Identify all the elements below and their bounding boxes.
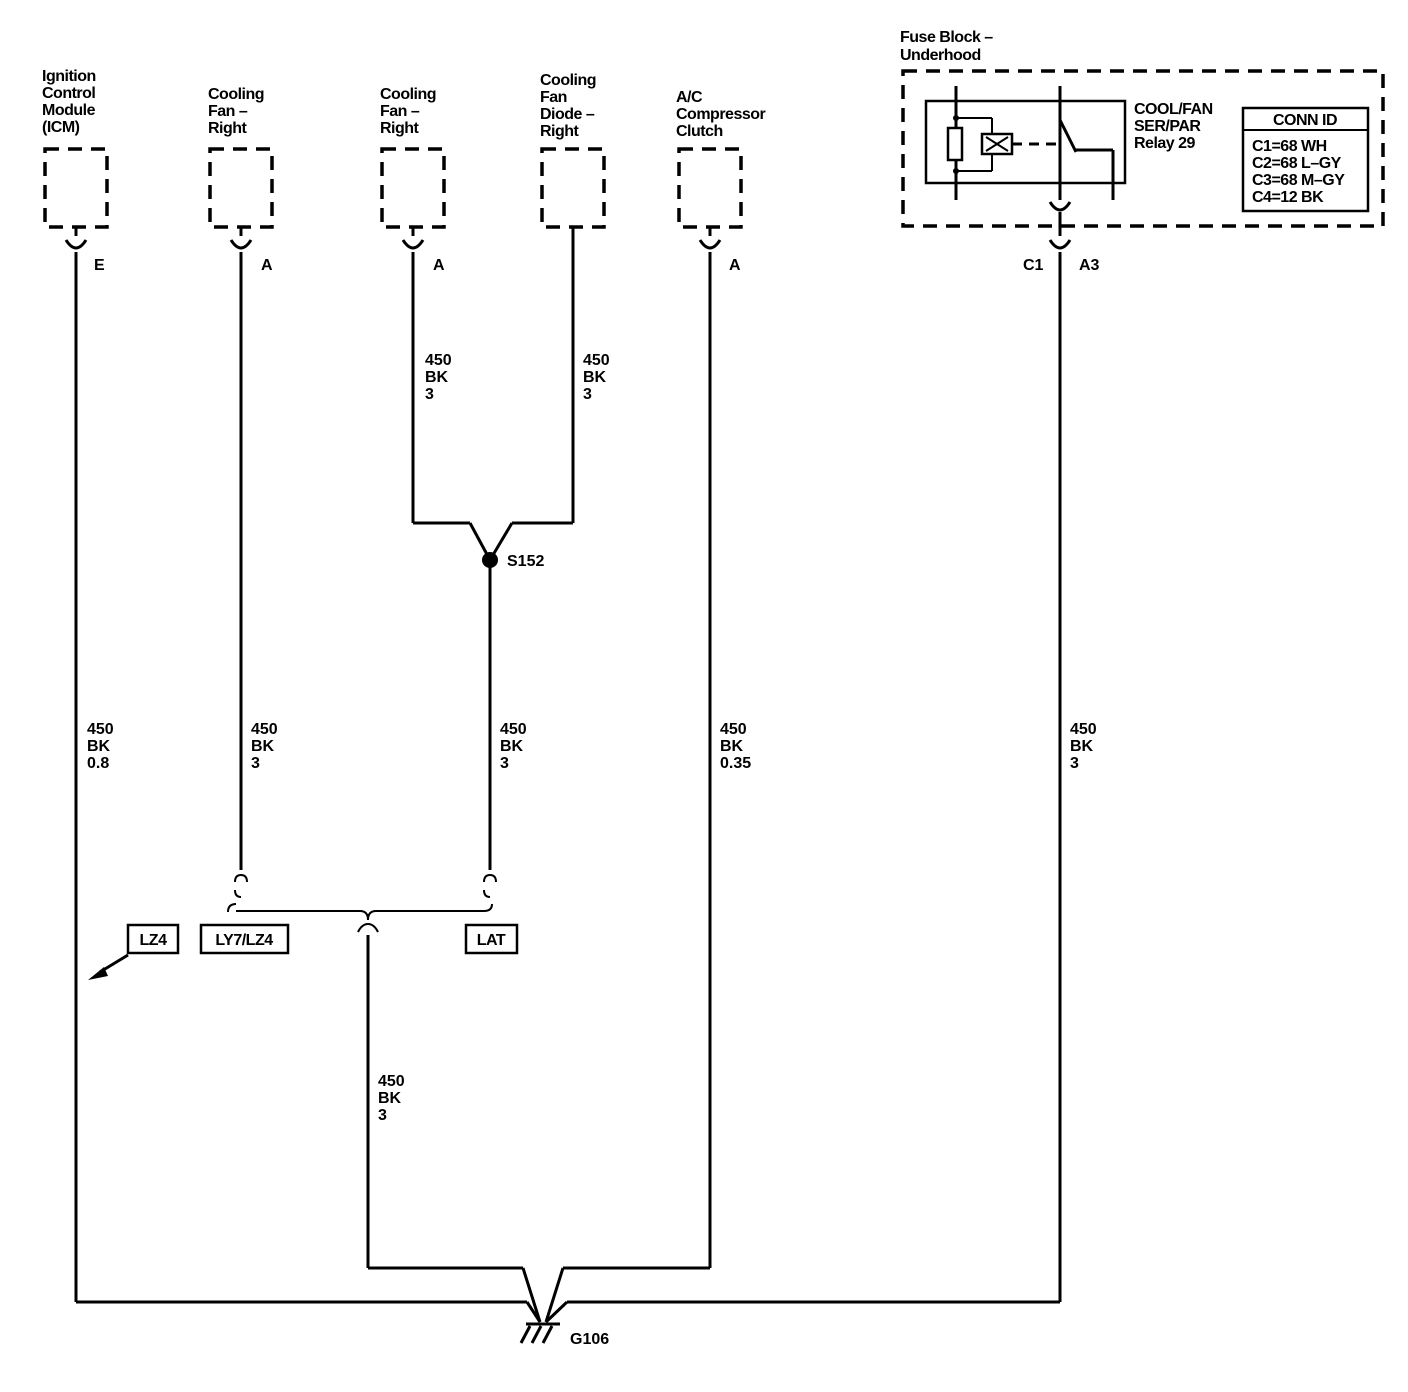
wire-label-fan1: 450 BK 3	[251, 721, 278, 772]
svg-text:Right: Right	[380, 120, 420, 137]
svg-text:Relay 29: Relay 29	[1134, 135, 1196, 152]
wire-label-icm: 450 BK 0.8	[87, 721, 114, 772]
svg-text:Underhood: Underhood	[900, 47, 981, 64]
svg-text:Fan: Fan	[540, 89, 567, 106]
cooling-fan-right-1-box	[208, 147, 274, 229]
svg-text:BK: BK	[720, 738, 744, 755]
cooling-fan-diode-label: Cooling Fan Diode – Right	[540, 72, 597, 140]
icm-box	[43, 147, 109, 229]
fuse-block-label: Fuse Block – Underhood	[900, 29, 994, 64]
wire-label-ac: 450 BK 0.35	[720, 721, 751, 772]
relay-label: COOL/FAN SER/PAR Relay 29	[1134, 101, 1213, 152]
svg-text:Module: Module	[42, 102, 96, 119]
option-ly7-lz4: LY7/LZ4	[199, 923, 290, 955]
option-lat: LAT	[464, 923, 519, 955]
option-break-icons	[227, 873, 497, 933]
fan1-pin-label: A	[261, 257, 273, 274]
svg-text:C4=12 BK: C4=12 BK	[1252, 189, 1324, 206]
wire-lines	[74, 227, 1062, 1324]
svg-text:450: 450	[251, 721, 278, 738]
cooling-fan-right-1-label: Cooling Fan – Right	[208, 86, 265, 137]
svg-text:(ICM): (ICM)	[42, 119, 80, 136]
svg-text:LAT: LAT	[477, 932, 506, 949]
connector-cup-icons	[64, 201, 1072, 250]
svg-text:Right: Right	[208, 120, 248, 137]
svg-text:BK: BK	[583, 369, 607, 386]
wire-label-diode: 450 BK 3	[583, 352, 610, 403]
svg-text:3: 3	[1070, 755, 1079, 772]
svg-text:Cooling: Cooling	[380, 86, 436, 103]
svg-text:A/C: A/C	[676, 89, 703, 106]
fuse-conn-label: C1	[1023, 257, 1044, 274]
option-lz4: LZ4	[126, 923, 180, 955]
svg-text:Fuse Block –: Fuse Block –	[900, 29, 993, 46]
wire-label-splice: 450 BK 3	[500, 721, 527, 772]
cooling-fan-right-2-label: Cooling Fan – Right	[380, 86, 437, 137]
svg-text:Fan –: Fan –	[208, 103, 248, 120]
wire-label-ground-feed: 450 BK 3	[378, 1073, 405, 1124]
svg-text:CONN ID: CONN ID	[1273, 112, 1337, 129]
wire-label-fuse: 450 BK 3	[1070, 721, 1097, 772]
svg-text:BK: BK	[1070, 738, 1094, 755]
svg-text:450: 450	[583, 352, 610, 369]
svg-text:450: 450	[378, 1073, 405, 1090]
cooling-fan-diode-box	[540, 147, 606, 229]
svg-text:Clutch: Clutch	[676, 123, 723, 140]
ac-pin-label: A	[729, 257, 741, 274]
svg-text:Compressor: Compressor	[676, 106, 766, 123]
svg-text:450: 450	[425, 352, 452, 369]
splice-s152-icon	[482, 552, 498, 568]
ac-compressor-clutch-box	[677, 147, 743, 229]
wire-label-fan2: 450 BK 3	[425, 352, 452, 403]
svg-text:BK: BK	[500, 738, 524, 755]
splice-label: S152	[507, 553, 544, 570]
svg-text:Control: Control	[42, 85, 95, 102]
svg-text:BK: BK	[251, 738, 275, 755]
icm-label: Ignition Control Module (ICM)	[42, 68, 96, 136]
svg-text:0.8: 0.8	[87, 755, 109, 772]
svg-text:SER/PAR: SER/PAR	[1134, 118, 1201, 135]
svg-text:C1=68 WH: C1=68 WH	[1252, 138, 1327, 155]
option-arrow-icon	[88, 953, 129, 980]
cooling-fan-right-2-box	[380, 147, 446, 229]
svg-text:Ignition: Ignition	[42, 68, 96, 85]
svg-text:Cooling: Cooling	[540, 72, 596, 89]
svg-text:BK: BK	[378, 1090, 402, 1107]
svg-text:Diode –: Diode –	[540, 106, 595, 123]
svg-text:Fan –: Fan –	[380, 103, 420, 120]
fan2-pin-label: A	[433, 257, 445, 274]
svg-text:LY7/LZ4: LY7/LZ4	[215, 932, 273, 949]
svg-text:Cooling: Cooling	[208, 86, 264, 103]
svg-text:COOL/FAN: COOL/FAN	[1134, 101, 1213, 118]
svg-text:LZ4: LZ4	[140, 932, 168, 949]
ground-g106-icon	[519, 1322, 560, 1344]
svg-text:0.35: 0.35	[720, 755, 751, 772]
fuse-block-box	[901, 69, 1385, 228]
ac-compressor-clutch-label: A/C Compressor Clutch	[676, 89, 766, 140]
svg-text:450: 450	[87, 721, 114, 738]
svg-text:3: 3	[251, 755, 260, 772]
svg-text:3: 3	[425, 386, 434, 403]
svg-text:3: 3	[378, 1107, 387, 1124]
svg-text:450: 450	[720, 721, 747, 738]
icm-pin-label: E	[94, 257, 105, 274]
svg-text:450: 450	[500, 721, 527, 738]
svg-text:450: 450	[1070, 721, 1097, 738]
svg-text:C3=68 M–GY: C3=68 M–GY	[1252, 172, 1345, 189]
svg-text:BK: BK	[425, 369, 449, 386]
svg-text:3: 3	[500, 755, 509, 772]
svg-text:C2=68 L–GY: C2=68 L–GY	[1252, 155, 1342, 172]
fuse-pin-label: A3	[1079, 257, 1100, 274]
svg-text:BK: BK	[87, 738, 111, 755]
svg-text:Right: Right	[540, 123, 580, 140]
relay-icon	[924, 86, 1127, 200]
ground-label: G106	[570, 1331, 609, 1348]
svg-text:3: 3	[583, 386, 592, 403]
conn-id-table: CONN ID C1=68 WH C2=68 L–GY C3=68 M–GY C…	[1241, 106, 1370, 213]
